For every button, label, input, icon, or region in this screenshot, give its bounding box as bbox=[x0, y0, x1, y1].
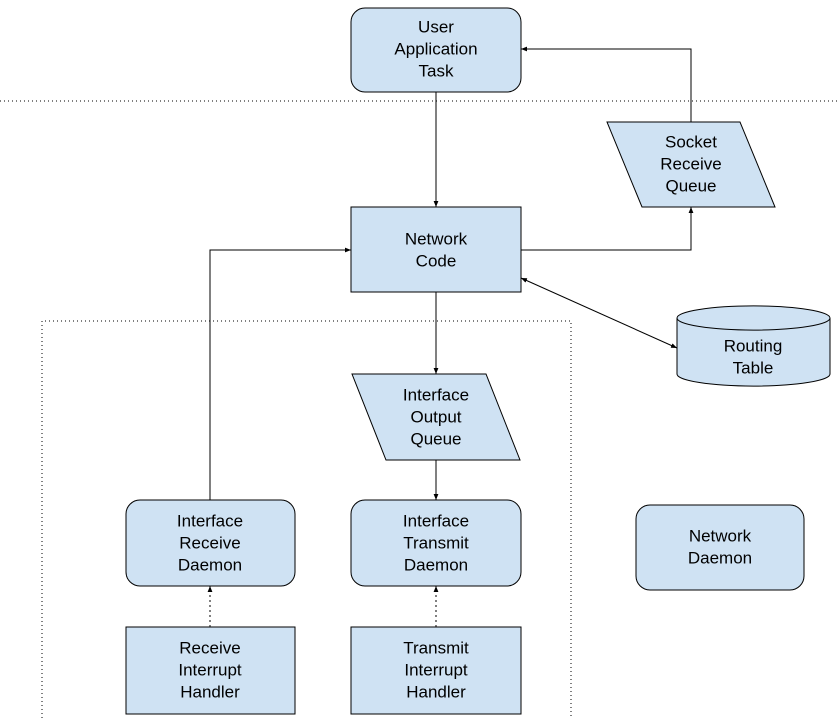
edge-socket-queue-to-user-app bbox=[521, 46, 692, 122]
edge-network-code-to-socket-queue bbox=[520, 207, 694, 251]
node-label-line: Interrupt bbox=[404, 661, 468, 680]
node-label-line: Receive bbox=[179, 534, 240, 553]
node-label-line: Interface bbox=[177, 512, 243, 531]
node-label-line: Code bbox=[416, 252, 457, 271]
node-label-line: Network bbox=[689, 527, 752, 546]
node-label-line: Interface bbox=[403, 386, 469, 405]
node-label-line: Daemon bbox=[178, 556, 242, 575]
node-label-line: Daemon bbox=[404, 556, 468, 575]
node-label-line: Handler bbox=[406, 683, 466, 702]
edges bbox=[207, 46, 694, 627]
node-label-line: Table bbox=[733, 359, 774, 378]
edge-receive-daemon-to-network-code bbox=[209, 247, 351, 500]
node-label-line: Queue bbox=[665, 177, 716, 196]
node-label-line: Interrupt bbox=[178, 661, 242, 680]
node-label-line: Task bbox=[419, 62, 454, 81]
driver-region-boundary bbox=[41, 320, 572, 718]
node-label-line: Receive bbox=[179, 639, 240, 658]
node-label-line: Routing bbox=[724, 337, 783, 356]
node-label-line: Handler bbox=[180, 683, 240, 702]
node-label-line: Application bbox=[394, 40, 477, 59]
node-label-line: Interface bbox=[403, 512, 469, 531]
node-label-line: Network bbox=[405, 230, 468, 249]
node-label-line: Daemon bbox=[688, 549, 752, 568]
node-label-line: User bbox=[418, 18, 454, 37]
node-label-line: Transmit bbox=[403, 639, 469, 658]
node-label-line: Socket bbox=[665, 133, 717, 152]
node-label-line: Queue bbox=[410, 430, 461, 449]
node-label-line: Output bbox=[410, 408, 461, 427]
node-label-line: Transmit bbox=[403, 534, 469, 553]
edge-network-code-to-routing-table bbox=[520, 277, 678, 349]
node-label-line: Receive bbox=[660, 155, 721, 174]
